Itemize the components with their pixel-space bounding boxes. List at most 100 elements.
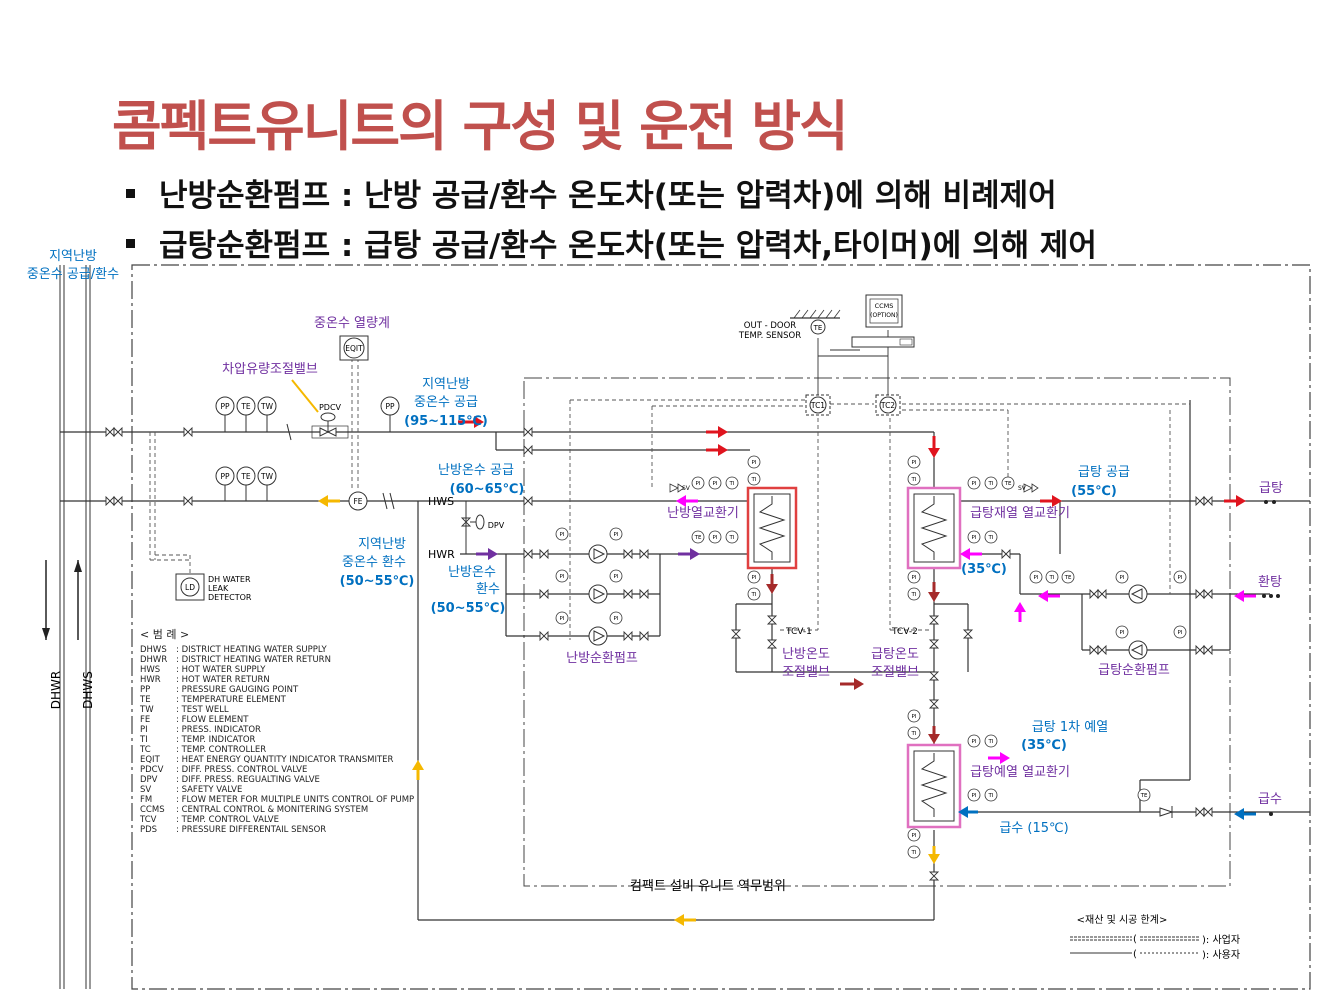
boundary-title: <재산 및 시공 한계> bbox=[1077, 914, 1168, 926]
dh-label-2: 중온수 공급/환수 bbox=[27, 267, 119, 282]
eqit-label: EQIT bbox=[345, 344, 363, 353]
boundary-operator: ): 사업자 bbox=[1202, 933, 1240, 946]
legend-code: SV bbox=[140, 785, 151, 795]
dh-return-temp: (50~55℃) bbox=[340, 574, 415, 589]
heat-return-label-2: 환수 bbox=[476, 582, 500, 597]
legend-desc: : TEMPERATURE ELEMENT bbox=[176, 695, 287, 705]
legend-desc: : TEST WELL bbox=[176, 705, 229, 715]
pdcv-tag: PDCV bbox=[319, 403, 342, 412]
bullet-text: 난방순환펌프 : 난방 공급/환수 온도차(또는 압력차)에 의해 비례제어 bbox=[159, 178, 1057, 214]
ti-label: TI bbox=[911, 592, 917, 598]
heat-return-label-1: 난방온수 bbox=[448, 565, 496, 580]
legend-code: TC bbox=[139, 745, 151, 755]
legend-desc: : HEAT ENERGY QUANTITY INDICATOR TRANSMI… bbox=[176, 755, 394, 765]
bullet-text: 급탕순환펌프 : 급탕 공급/환수 온도차(또는 압력차,타이머)에 의해 제어 bbox=[159, 228, 1097, 264]
legend-desc: : PRESSURE DIFFERENTAIL SENSOR bbox=[176, 825, 326, 835]
dhwr-label: DHWR bbox=[49, 671, 63, 709]
hwr-label: HWR bbox=[428, 548, 455, 561]
pp-label: PP bbox=[220, 402, 230, 411]
flow-element: FE bbox=[348, 491, 368, 511]
ti-label: TI bbox=[729, 535, 735, 541]
pi-ti-gauges bbox=[555, 455, 1187, 859]
dhwr-arrow-icon bbox=[42, 628, 50, 640]
leak-detector: LD DH WATER LEAK DETECTOR bbox=[175, 573, 252, 602]
pi-label: PI bbox=[972, 739, 977, 745]
heat-supply-label: 난방온수 공급 bbox=[438, 463, 514, 478]
legend-desc: : PRESS. INDICATOR bbox=[176, 725, 261, 735]
ti-label: TI bbox=[729, 481, 735, 487]
te-label: TE bbox=[1140, 793, 1148, 799]
outdoor-te-label: TE bbox=[813, 324, 823, 332]
pdcv-pointer-line bbox=[291, 379, 319, 413]
ti-label: TI bbox=[988, 535, 994, 541]
fe-label: FE bbox=[353, 497, 362, 506]
reheat-hx-label: 급탕재열 열교환기 bbox=[970, 506, 1070, 521]
bullet-hotwater-pump: 급탕순환펌프 : 급탕 공급/환수 온도차(또는 압력차,타이머)에 의해 제어 bbox=[126, 220, 1097, 265]
cold-water-label: 급수 (15℃) bbox=[999, 821, 1068, 836]
hw-pump-label: 급탕순환펌프 bbox=[1098, 663, 1170, 678]
ccms-computer-icon: CCMS (OPTION) bbox=[851, 294, 915, 348]
pi-label: PI bbox=[912, 575, 917, 581]
pipe-marks bbox=[286, 423, 1174, 818]
outdoor-label-1: OUT - DOOR bbox=[744, 321, 797, 331]
te-label: TE bbox=[694, 535, 702, 541]
pi-label: PI bbox=[912, 714, 917, 720]
pi-label: PI bbox=[972, 535, 977, 541]
legend-title: < 범 례 > bbox=[140, 628, 189, 641]
tw-label: TW bbox=[260, 472, 274, 481]
preheat-hx-label: 급탕예열 열교환기 bbox=[970, 765, 1070, 780]
legend-code: TW bbox=[139, 705, 154, 715]
reheat-temp: (35℃) bbox=[961, 562, 1007, 577]
pdcv-valve-label: 차압유량조절밸브 bbox=[222, 362, 318, 377]
legend-desc: : DISTRICT HEATING WATER SUPPLY bbox=[176, 645, 327, 655]
gauge-group-bottom bbox=[215, 466, 277, 501]
legend-code: DPV bbox=[140, 775, 158, 785]
boundary-paren: ( bbox=[1133, 949, 1137, 960]
ti-label: TI bbox=[988, 481, 994, 487]
pi-label: PI bbox=[560, 616, 565, 622]
boundary-user: ): 사용자 bbox=[1202, 949, 1240, 961]
hotwater-pumps bbox=[1128, 584, 1148, 660]
legend-code: TCV bbox=[139, 815, 157, 825]
legend-desc: : TEMP. CONTROL VALVE bbox=[176, 815, 279, 825]
legend-code: FE bbox=[140, 715, 150, 725]
bullet-heating-pump: 난방순환펌프 : 난방 공급/환수 온도차(또는 압력차)에 의해 비례제어 bbox=[126, 170, 1057, 215]
legend-desc: : DIFF. PRESS. CONTROL VALVE bbox=[176, 765, 307, 775]
hw-out-label: 급탕 bbox=[1259, 481, 1283, 496]
dh-label-1: 지역난방 bbox=[49, 249, 97, 264]
pi-label: PI bbox=[752, 575, 757, 581]
pi-label: PI bbox=[614, 616, 619, 622]
legend-desc: : HOT WATER SUPPLY bbox=[176, 665, 266, 675]
tc1-label: TC1 bbox=[810, 401, 825, 410]
heat-supply-temp: (60~65℃) bbox=[450, 482, 525, 497]
scope-label: 컴팩트 설비 유니트 역무범위 bbox=[630, 879, 786, 894]
dh-supply-label-2: 중온수 공급 bbox=[414, 395, 478, 410]
bullet-square-icon bbox=[126, 239, 135, 248]
legend-desc: : DIFF. PRESS. REGUALTING VALVE bbox=[176, 775, 320, 785]
reheat-heat-exchanger bbox=[906, 486, 962, 570]
sv-label: SV bbox=[1018, 485, 1027, 492]
legend-code: TE bbox=[139, 695, 151, 705]
hw-supply-label: 급탕 공급 bbox=[1078, 465, 1130, 480]
ti-label: TI bbox=[911, 477, 917, 483]
legend-desc: : PRESSURE GAUGING POINT bbox=[176, 685, 299, 695]
legend-desc: : FLOW METER FOR MULTIPLE UNITS CONTROL … bbox=[176, 795, 414, 805]
gauge-group-top bbox=[215, 396, 400, 432]
pi-label: PI bbox=[912, 460, 917, 466]
pi-label: PI bbox=[912, 833, 917, 839]
ti-label: TI bbox=[751, 477, 757, 483]
pi-ti-labels: PI PI PI PI PI PI TE PI TI PI PI TI PI T… bbox=[560, 460, 1183, 856]
legend-desc: : TEMP. INDICATOR bbox=[176, 735, 256, 745]
pi-label: PI bbox=[1178, 630, 1183, 636]
pi-label: PI bbox=[1034, 575, 1039, 581]
pi-label: PI bbox=[752, 460, 757, 466]
eqit-heat-meter: EQIT bbox=[339, 335, 369, 361]
te-label: TE bbox=[240, 402, 251, 411]
pi-label: PI bbox=[614, 532, 619, 538]
dh-return-label-1: 지역난방 bbox=[358, 537, 406, 552]
preheat-label-2: (35℃) bbox=[1021, 738, 1067, 753]
ti-label: TI bbox=[988, 739, 994, 745]
te-label: TE bbox=[1064, 575, 1072, 581]
dhws-label: DHWS bbox=[81, 671, 95, 709]
cold-water-terminal-label: 급수 bbox=[1258, 792, 1282, 807]
